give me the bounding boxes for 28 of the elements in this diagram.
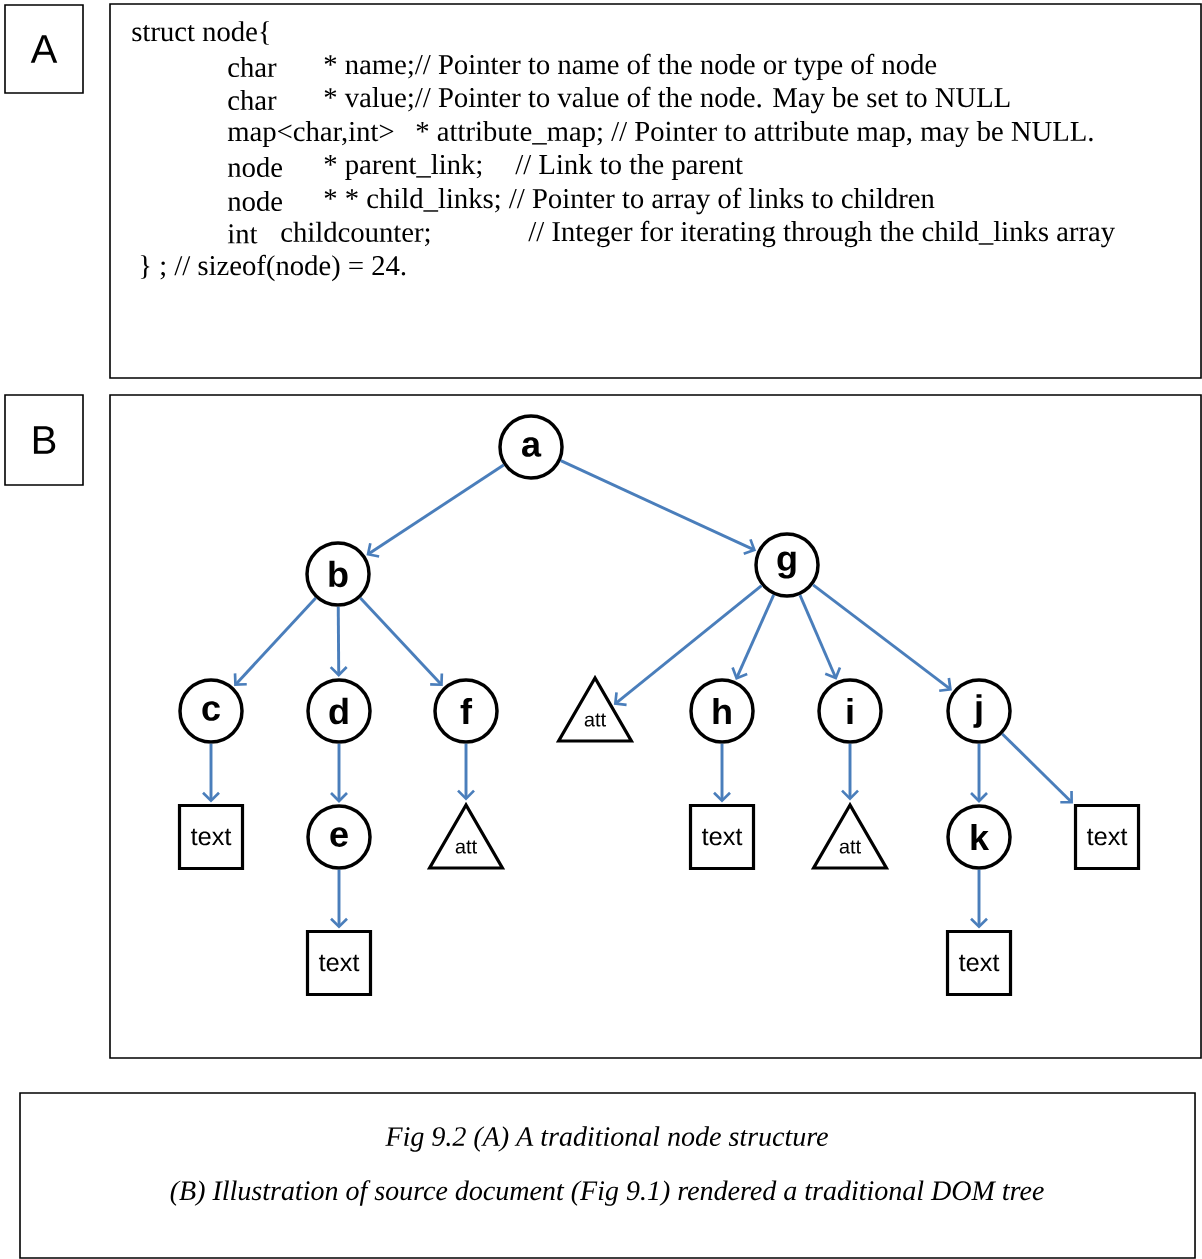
panel-frame xyxy=(109,394,1202,1059)
arrow xyxy=(457,743,475,801)
arrow xyxy=(970,743,988,803)
text-node-box: text xyxy=(305,929,373,997)
arrow xyxy=(713,743,731,803)
arrow xyxy=(233,597,317,687)
arrow xyxy=(330,869,348,929)
arrow xyxy=(1001,732,1073,804)
arrow xyxy=(798,594,842,680)
arrow xyxy=(613,584,763,707)
arrow xyxy=(560,459,757,556)
arrow xyxy=(841,743,859,801)
arrow xyxy=(330,743,348,803)
text-node-box: text xyxy=(945,929,1013,997)
arrow xyxy=(366,463,505,558)
panel-label: B xyxy=(4,394,84,486)
text-node-box: text xyxy=(688,803,756,871)
text-node-box: text xyxy=(1073,803,1141,871)
arrow xyxy=(359,596,444,687)
text-node-box: text xyxy=(177,803,245,871)
arrow xyxy=(731,594,776,680)
arrow xyxy=(202,743,220,803)
arrow xyxy=(812,583,952,693)
code-panel: struct node{ char * name;// Pointer to name of the node or type of node char * value;// Pointer to value of the node. May be set to NULL map<char,int> * attribute_map; // Pointer to attribute map, may be NULL. node * parent_link; // Link to the parent node * * child_links; // Pointer to array of links to children int childcounter; // Integer for iterating through the child_links array } ; // sizeof(node) = 24. xyxy=(109,3,1202,379)
panel-label: A xyxy=(4,4,84,94)
caption-box: Fig 9.2 (A) A traditional node structure (B) Illustration of source document (Fig 9.1) rendered a traditional DOM tree xyxy=(19,1092,1196,1259)
arrow xyxy=(970,869,988,929)
arrow xyxy=(329,606,348,677)
